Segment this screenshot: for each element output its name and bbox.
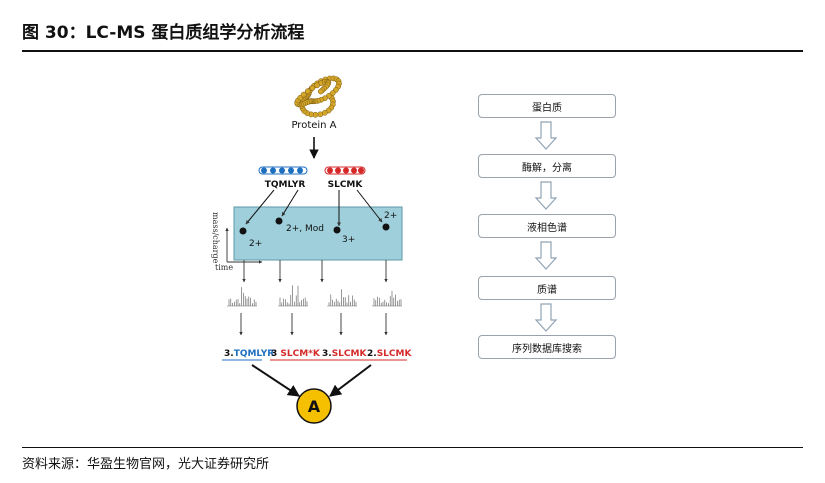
flow-step-protein: 蛋白质 — [478, 94, 616, 118]
axis-label-mass-charge: mass/charge — [211, 212, 220, 264]
ms-spectra — [227, 285, 402, 307]
spot-charge-label: 2+, Mod — [286, 224, 324, 234]
down-arrow-icon — [534, 121, 558, 150]
peptide-label-1: TQMLYR — [265, 180, 306, 190]
result-label: 3.TQMLYR — [224, 349, 274, 359]
axis-label-time: time — [215, 263, 233, 272]
peptide-beads-blue-icon — [258, 166, 308, 175]
down-arrow-icon — [534, 241, 558, 270]
spot-charge-label: 3+ — [342, 235, 355, 245]
peptide-beads-red-icon — [324, 166, 366, 175]
flow-step-digestion: 酶解，分离 — [478, 154, 616, 178]
flow-step-ms: 质谱 — [478, 276, 616, 300]
identified-protein-label: A — [308, 397, 321, 416]
peptide-arrow — [356, 189, 383, 223]
flow-step-lc: 液相色谱 — [478, 214, 616, 238]
down-arrow-icon — [534, 303, 558, 332]
peptide-arrow — [281, 189, 299, 217]
lc-to-ms-arrows — [242, 260, 388, 283]
protein-chain-icon — [294, 75, 342, 118]
flow-step-db-search: 序列数据库搜索 — [478, 335, 616, 359]
converge-arrow-left — [251, 364, 301, 397]
top-rule — [22, 50, 803, 52]
result-label: 2.SLCMK — [367, 349, 412, 359]
result-label: 3 SLCM*K — [271, 349, 321, 359]
peptide-label-2: SLCMK — [328, 180, 364, 190]
peptide-arrow — [245, 189, 275, 225]
down-arrow-icon — [534, 181, 558, 210]
converge-arrow-right — [329, 364, 372, 397]
identified-protein-badge — [296, 388, 332, 424]
protein-label: Protein A — [291, 120, 336, 131]
result-label: 3.SLCMK — [322, 349, 367, 359]
figure-title: 图 30：LC-MS 蛋白质组学分析流程 — [22, 23, 305, 43]
lc-spot — [333, 226, 341, 234]
lc-separation-box — [233, 206, 403, 261]
lc-spot — [275, 217, 283, 225]
lc-spot — [239, 227, 247, 235]
lc-spot — [382, 223, 390, 231]
ms-to-result-arrows — [239, 313, 388, 336]
source-note: 资料来源：华盈生物官网，光大证券研究所 — [22, 457, 270, 472]
bottom-rule — [22, 447, 803, 448]
spot-charge-label: 2+ — [249, 239, 262, 249]
spot-charge-label: 2+ — [384, 211, 397, 221]
flow-arrows — [534, 121, 558, 332]
